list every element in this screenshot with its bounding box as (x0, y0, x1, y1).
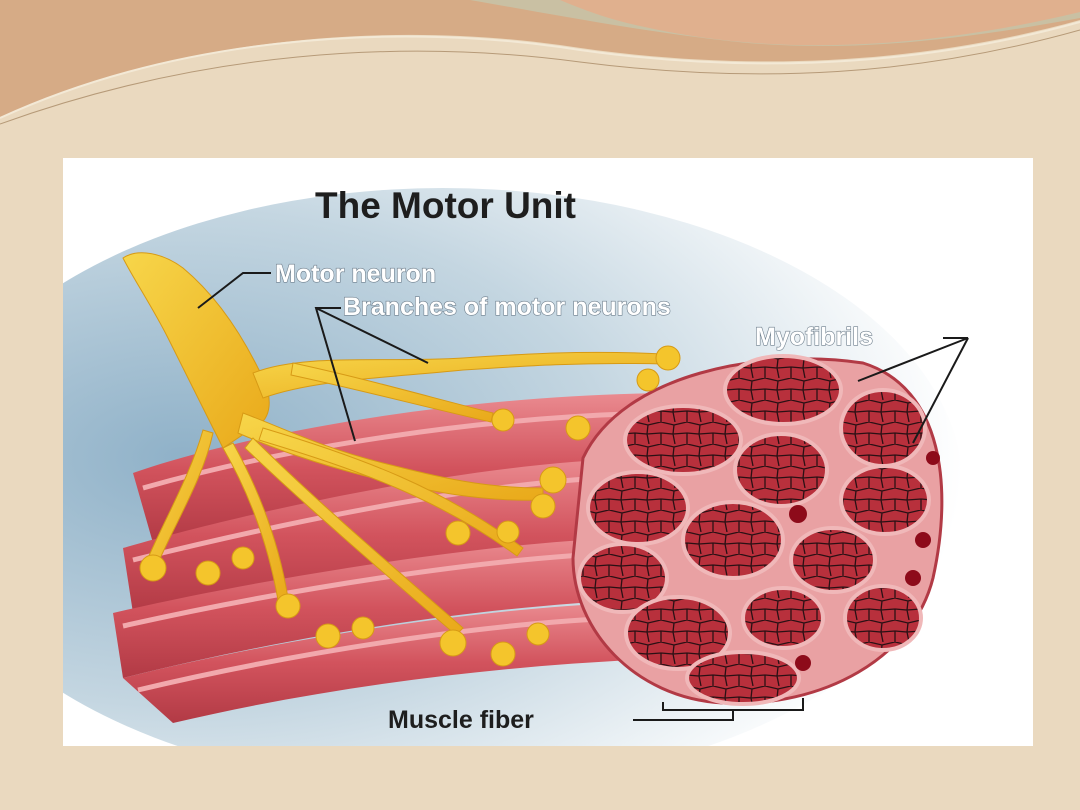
myofibril (839, 388, 927, 468)
blood-vessel (905, 570, 921, 586)
myofibril (624, 595, 732, 671)
fiber-highlight (137, 615, 624, 693)
fiber-highlight (122, 550, 624, 629)
end-plate (636, 368, 660, 392)
myofibril (741, 586, 825, 650)
blood-vessel (789, 505, 807, 523)
myofibril (839, 464, 931, 536)
myofibril (843, 584, 923, 652)
label-myofibrils: Myofibrils (755, 323, 873, 351)
myofibril (623, 404, 743, 476)
motor-unit-figure: The Motor Unit (63, 158, 1033, 746)
end-plate (351, 616, 375, 640)
motor-end-plates (139, 345, 681, 667)
neuron-branch (258, 427, 524, 557)
myofibril (685, 650, 801, 706)
myofibril (577, 542, 669, 614)
myofibril (733, 432, 829, 508)
end-plate (439, 629, 467, 657)
blood-vessel (795, 655, 811, 671)
leader-myofibrils-2 (912, 337, 969, 444)
end-plate (139, 554, 167, 582)
header-band-peach (560, 0, 1080, 46)
muscle-fiber-cylinder (123, 458, 703, 613)
motor-neuron-axon (122, 252, 270, 449)
header-line-2 (0, 29, 1080, 125)
leader-motor-neuron (197, 272, 271, 309)
end-plate (565, 415, 591, 441)
diagram-title: The Motor Unit (315, 185, 576, 226)
end-plate (539, 466, 567, 494)
fiber-highlight (142, 410, 664, 491)
label-muscle-fiber: Muscle fiber (388, 706, 534, 734)
end-plate (526, 622, 550, 646)
header-line (0, 21, 1080, 119)
end-plate (490, 641, 516, 667)
leader-muscle-fiber (633, 698, 804, 721)
end-plate (530, 493, 556, 519)
myofibril (723, 354, 843, 426)
blood-vessel (926, 451, 940, 465)
leader-branches-2 (315, 307, 429, 364)
end-plate (496, 520, 520, 544)
label-leaders (197, 272, 969, 721)
end-plate (445, 520, 471, 546)
end-plate (231, 546, 255, 570)
end-plate (195, 560, 221, 586)
myofibril (789, 526, 877, 594)
neuron-branch (290, 362, 494, 423)
label-branches-of-motor-neurons: Branches of motor neurons (343, 293, 671, 321)
slide-header-decoration (0, 0, 1080, 125)
motor-neuron (122, 252, 664, 636)
blood-vessel (915, 532, 931, 548)
end-plate (315, 623, 341, 649)
end-plate (491, 408, 515, 432)
muscle-cross-section (571, 354, 944, 706)
motor-unit-diagram: The Motor Unit (63, 158, 1033, 746)
myofibril (586, 470, 690, 546)
end-plate (655, 345, 681, 371)
myofibril (681, 500, 785, 580)
end-plate (275, 593, 301, 619)
muscle-fiber-cylinder (113, 538, 673, 678)
label-motor-neuron: Motor neuron (275, 260, 436, 288)
